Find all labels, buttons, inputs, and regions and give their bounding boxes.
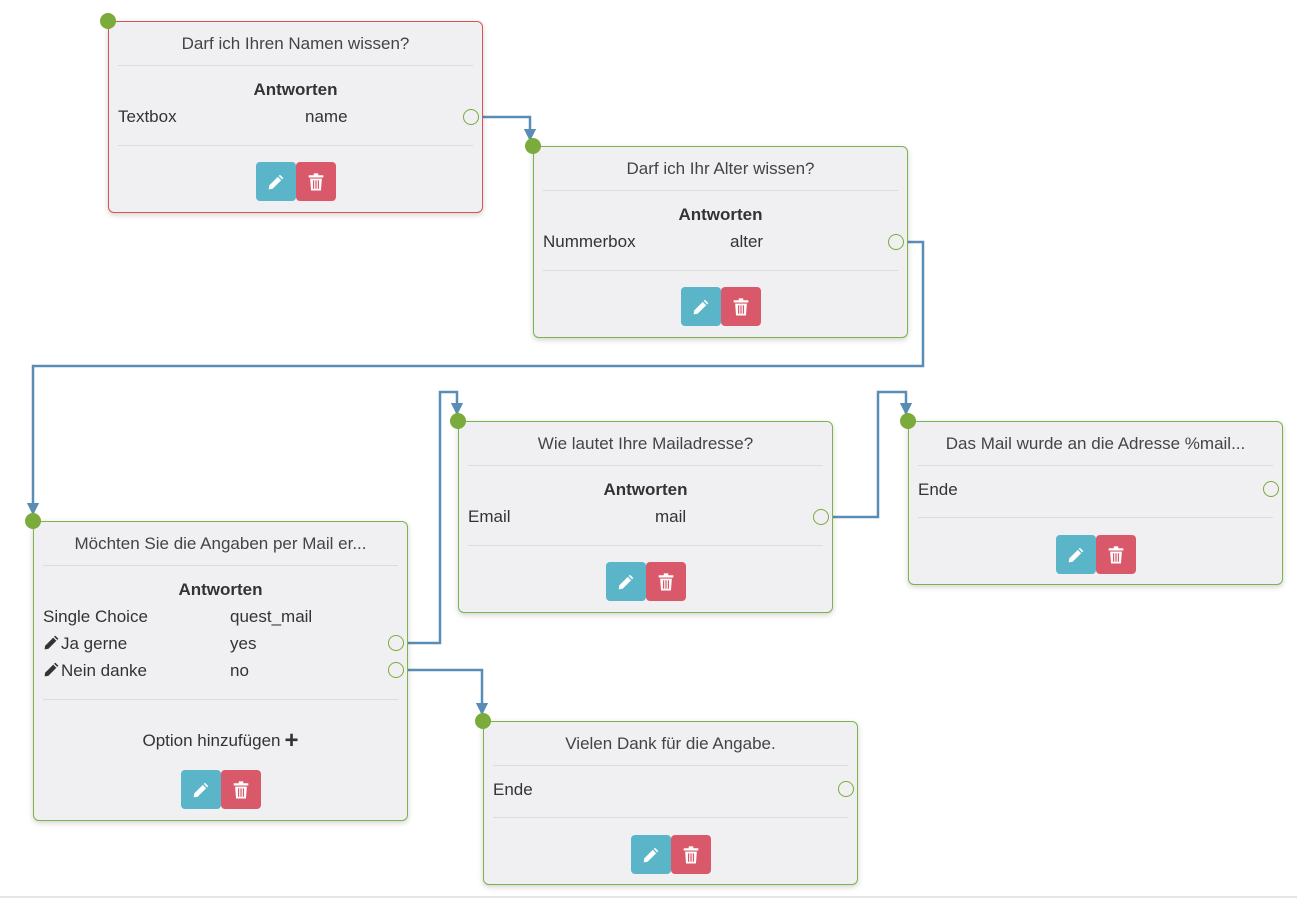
delete-button[interactable] [221, 770, 261, 809]
output-port[interactable] [813, 509, 829, 525]
end-label: Ende [918, 480, 958, 499]
edit-button[interactable] [181, 770, 221, 809]
edit-button[interactable] [606, 562, 646, 601]
pencil-icon [618, 574, 634, 589]
answer-row: Textbox name [118, 107, 473, 131]
delete-button[interactable] [296, 162, 336, 201]
edit-button[interactable] [681, 287, 721, 326]
answer-variable: alter [730, 232, 764, 251]
node-age-question[interactable]: Darf ich Ihr Alter wissen? Antworten Num… [533, 146, 908, 338]
answers-heading: Antworten [253, 80, 338, 99]
pencil-icon [693, 299, 709, 314]
output-port[interactable] [888, 234, 904, 250]
option-row: Nein danke no [43, 661, 398, 685]
answer-row: Single Choice quest_mail [43, 607, 398, 631]
node-title: Das Mail wurde an die Adresse %mail... [918, 422, 1273, 466]
trash-icon [683, 845, 699, 864]
input-port[interactable] [900, 413, 916, 429]
answer-variable: name [305, 107, 348, 126]
input-port[interactable] [475, 713, 491, 729]
connection-no-to-thanks[interactable] [396, 668, 489, 716]
divider [43, 699, 398, 700]
add-option-label: Option hinzufügen [142, 731, 281, 750]
answer-type-label: Single Choice [43, 607, 148, 626]
trash-icon [233, 780, 249, 799]
trash-icon [658, 572, 674, 591]
node-title: Möchten Sie die Angaben per Mail er... [43, 522, 398, 566]
node-title: Darf ich Ihren Namen wissen? [118, 22, 473, 66]
node-name-question[interactable]: Darf ich Ihren Namen wissen? Antworten T… [108, 21, 483, 213]
answers-heading: Antworten [678, 205, 763, 224]
pencil-icon [193, 782, 209, 797]
node-thanks[interactable]: Vielen Dank für die Angabe. Ende [483, 721, 858, 885]
edit-button[interactable] [1056, 535, 1096, 574]
answer-type-label: Textbox [118, 107, 177, 126]
output-port[interactable] [463, 109, 479, 125]
answer-variable: quest_mail [230, 607, 313, 626]
input-port[interactable] [25, 513, 41, 529]
node-email-question[interactable]: Wie lautet Ihre Mailadresse? Antworten E… [458, 421, 833, 613]
answers-heading: Antworten [178, 580, 263, 599]
end-label: Ende [493, 780, 533, 799]
option-row: Ja gerne yes [43, 634, 398, 658]
option-value: no [230, 661, 249, 680]
answers-heading: Antworten [603, 480, 688, 499]
pencil-icon [268, 174, 284, 189]
delete-button[interactable] [1096, 535, 1136, 574]
connection-email-to-mail-sent[interactable] [821, 390, 913, 519]
answer-row: Nummerbox alter [543, 232, 898, 256]
node-title: Darf ich Ihr Alter wissen? [543, 147, 898, 191]
node-mail-sent[interactable]: Das Mail wurde an die Adresse %mail... E… [908, 421, 1283, 585]
canvas-bottom-border [0, 896, 1297, 898]
delete-button[interactable] [721, 287, 761, 326]
edit-button[interactable] [631, 835, 671, 874]
add-option-button[interactable]: Option hinzufügen+ [43, 727, 398, 755]
divider [468, 545, 823, 546]
trash-icon [308, 172, 324, 191]
node-title: Vielen Dank für die Angabe. [493, 722, 848, 766]
trash-icon [733, 297, 749, 316]
output-port[interactable] [388, 662, 404, 678]
pencil-icon[interactable] [43, 661, 60, 678]
option-label: Ja gerne [61, 634, 128, 653]
pencil-icon [1068, 547, 1084, 562]
output-port[interactable] [1263, 481, 1279, 497]
node-mail-question[interactable]: Möchten Sie die Angaben per Mail er... A… [33, 521, 408, 821]
option-label: Nein danke [61, 661, 148, 680]
answer-type-label: Nummerbox [543, 232, 636, 251]
divider [918, 517, 1273, 518]
option-value: yes [230, 634, 257, 653]
input-port[interactable] [100, 13, 116, 29]
input-port[interactable] [525, 138, 541, 154]
trash-icon [1108, 545, 1124, 564]
divider [493, 817, 848, 818]
node-title: Wie lautet Ihre Mailadresse? [468, 422, 823, 466]
answer-row: Email mail [468, 507, 823, 531]
answer-variable: mail [655, 507, 687, 526]
delete-button[interactable] [646, 562, 686, 601]
delete-button[interactable] [671, 835, 711, 874]
output-port[interactable] [838, 781, 854, 797]
output-port[interactable] [388, 635, 404, 651]
end-row: Ende [493, 780, 848, 804]
end-row: Ende [918, 480, 1273, 504]
divider [543, 270, 898, 271]
pencil-icon[interactable] [43, 634, 60, 651]
edit-button[interactable] [256, 162, 296, 201]
input-port[interactable] [450, 413, 466, 429]
pencil-icon [643, 847, 659, 862]
divider [118, 145, 473, 146]
answer-type-label: Email [468, 507, 511, 526]
plus-icon: + [284, 727, 299, 754]
